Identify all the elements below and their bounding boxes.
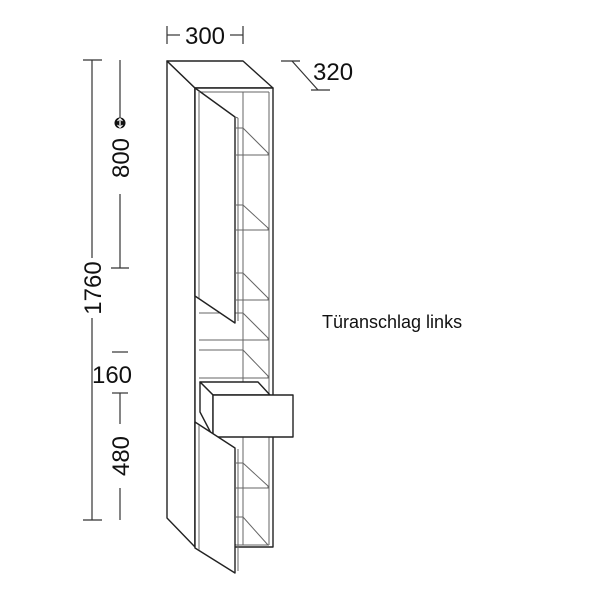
- width-dimension: 300: [166, 23, 244, 50]
- upper-door: [194, 87, 236, 324]
- lower-door-dimension: 480: [108, 393, 135, 520]
- double-arrow-circle-icon: [114, 117, 126, 129]
- depth-label: 320: [313, 59, 353, 86]
- drawer: [199, 381, 294, 438]
- drawer-dimension: 160: [92, 351, 132, 394]
- depth-dimension: 320: [281, 59, 353, 91]
- drawer-label: 160: [92, 362, 132, 389]
- height-label: 1760: [80, 261, 107, 314]
- lower-door-label: 480: [108, 436, 135, 476]
- cabinet: [166, 60, 294, 574]
- lower-door: [194, 421, 236, 574]
- upper-door-label: 800: [108, 138, 135, 178]
- height-dimension: 1760: [80, 59, 107, 521]
- width-label: 300: [185, 23, 225, 50]
- hinge-note: Türanschlag links: [322, 312, 463, 332]
- upper-door-dimension: 800: [108, 60, 135, 269]
